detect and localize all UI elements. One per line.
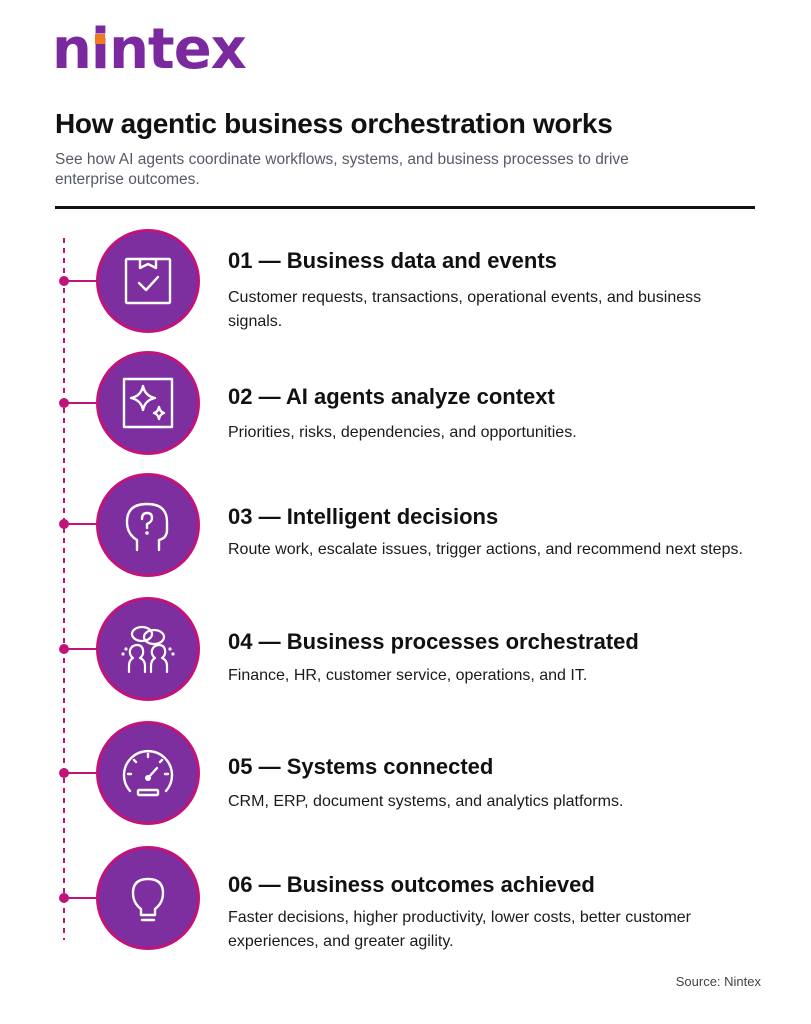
step-2-description: Priorities, risks, dependencies, and opp… [228,424,577,441]
step-5-icon-circle [96,721,200,825]
step-3-title: 03 — Intelligent decisions [228,504,499,529]
step-4-description: Finance, HR, customer service, operation… [228,667,588,684]
logo-dot [95,34,105,44]
step-6-description: Faster decisions, higher productivity, l… [228,909,691,950]
step-1-icon-circle [96,229,200,333]
source-credit: Source: Nintex [675,974,761,989]
step-3-icon-circle [96,473,200,577]
timeline-connectors [64,280,100,899]
logo-wordmark: nintex [52,17,247,82]
step-5-title: 05 — Systems connected [228,754,494,779]
people-discussion-icon [121,625,175,674]
timeline-nodes [59,276,69,903]
step-5-description: CRM, ERP, document systems, and analytic… [228,793,624,810]
sparkle-icon [122,377,174,429]
step-2-title: 02 — AI agents analyze context [228,384,555,409]
step-2-icon-circle [96,351,200,455]
step-4-icon-circle [96,597,200,701]
head-question-icon [125,502,169,552]
step-1-description: Customer requests, transactions, operati… [228,289,702,330]
nintex-logo: nintex [52,17,247,82]
step-4-title: 04 — Business processes orchestrated [228,629,639,654]
lightbulb-icon [131,877,165,922]
gauge-icon [122,750,174,797]
page-subtitle: See how AI agents coordinate workflows, … [55,151,629,188]
step-6-title: 06 — Business outcomes achieved [228,872,595,897]
step-1-title: 01 — Business data and events [228,248,557,273]
package-check-icon [124,257,172,305]
step-6-icon-circle [96,846,200,950]
page-title: How agentic business orchestration works [55,108,613,139]
step-3-description: Route work, escalate issues, trigger act… [228,541,743,558]
header-divider [55,206,755,209]
